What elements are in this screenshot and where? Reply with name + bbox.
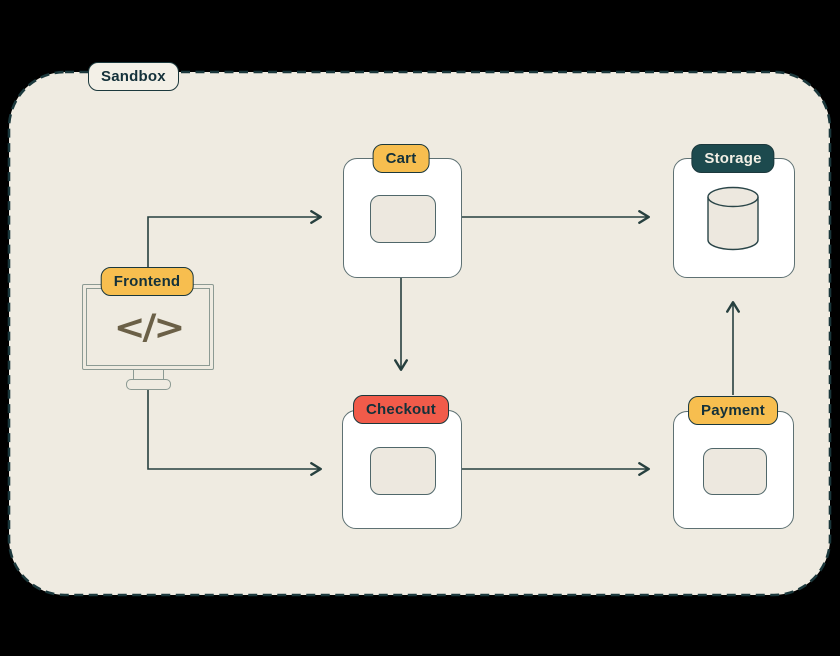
edge-frontend-checkout <box>147 389 322 476</box>
node-payment[interactable] <box>673 411 794 529</box>
checkout-inner-box <box>370 447 436 495</box>
monitor-screen: </> <box>86 288 210 366</box>
node-storage[interactable] <box>673 158 795 278</box>
edge-frontend-cart <box>147 210 322 270</box>
node-storage-label[interactable]: Storage <box>691 144 775 173</box>
code-icon: </> <box>113 306 186 348</box>
monitor-stand-base <box>126 379 171 390</box>
node-checkout[interactable] <box>342 410 462 529</box>
node-frontend[interactable]: </> <box>82 284 214 370</box>
sandbox-container <box>7 70 832 597</box>
node-cart-label[interactable]: Cart <box>372 144 430 173</box>
node-checkout-label[interactable]: Checkout <box>353 395 449 424</box>
node-payment-label[interactable]: Payment <box>688 396 778 425</box>
cart-inner-box <box>370 195 436 243</box>
node-frontend-label[interactable]: Frontend <box>100 267 194 296</box>
database-icon <box>707 186 759 251</box>
node-cart[interactable] <box>343 158 462 278</box>
payment-inner-box <box>703 448 767 495</box>
sandbox-label: Sandbox <box>88 62 179 91</box>
